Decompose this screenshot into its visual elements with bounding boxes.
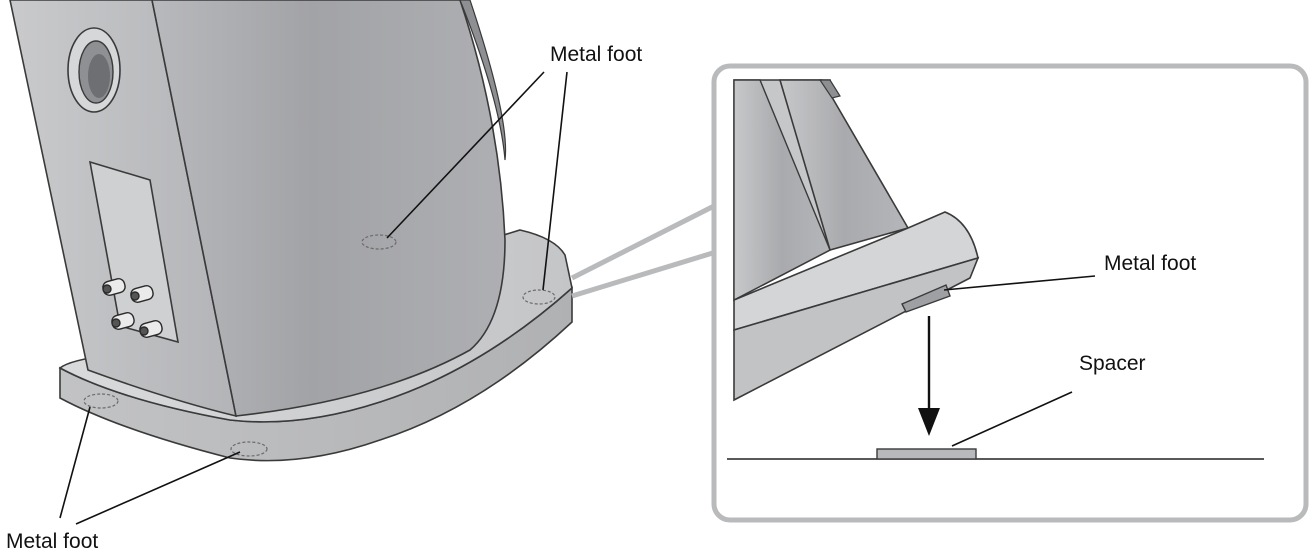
speaker-illustration: [9, 0, 573, 462]
zoom-callout-wedge: [570, 202, 718, 299]
spacer-disc: [876, 448, 977, 460]
leader-line: [943, 275, 1096, 291]
leader-line: [951, 391, 1073, 447]
terminal: [111, 312, 135, 330]
inset-cabinet-tab: [818, 79, 841, 99]
metal-foot-marker: [83, 393, 119, 409]
cabinet-side-face: [151, 0, 506, 417]
terminal: [102, 278, 126, 296]
bass-reflex-port: [67, 27, 121, 113]
metal-feet-hidden: [83, 234, 556, 457]
speaker-terminals: [102, 278, 163, 338]
terminal-plate: [88, 160, 180, 344]
leader-line: [386, 71, 545, 239]
terminal: [130, 285, 154, 303]
inset-base-edge: [733, 256, 980, 402]
metal-foot-marker: [522, 289, 556, 305]
label-metal-foot-inset: Metal foot: [1104, 252, 1196, 275]
detail-inset: [711, 63, 1309, 523]
metal-foot-marker: [230, 441, 268, 457]
label-metal-foot-bottom: Metal foot: [6, 530, 98, 553]
placement-arrow-head: [918, 408, 940, 436]
metal-foot-marker: [361, 234, 397, 250]
terminal: [139, 320, 163, 338]
label-spacer: Spacer: [1079, 352, 1146, 375]
label-metal-foot-top: Metal foot: [550, 43, 642, 66]
leader-lines: [59, 71, 1096, 525]
leader-line: [542, 71, 568, 291]
leader-line: [75, 451, 241, 525]
inset-metal-foot: [901, 284, 951, 313]
leader-line: [59, 406, 91, 519]
cabinet-edge-strip: [459, 0, 507, 161]
